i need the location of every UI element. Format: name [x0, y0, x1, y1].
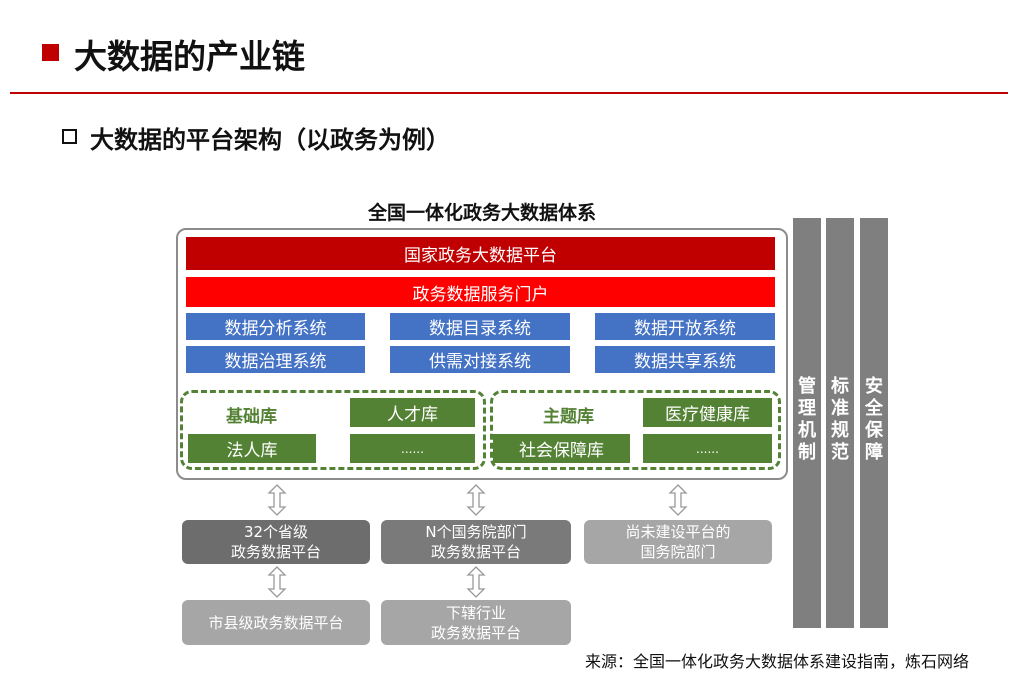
source-note: 来源：全国一体化政务大数据体系建设指南，炼石网络 — [585, 652, 970, 671]
system-box: 供需对接系统 — [390, 346, 570, 373]
db-box: 人才库 — [350, 398, 475, 427]
db-box: 法人库 — [188, 434, 316, 463]
basic-db-group — [180, 390, 486, 470]
city-county-platform: 市县级政务数据平台 — [182, 600, 370, 645]
ministry-platform: N个国务院部门 政务数据平台 — [381, 520, 571, 564]
subtitle: 大数据的平台架构（以政务为例） — [90, 126, 450, 154]
title-marker — [42, 44, 59, 61]
system-box: 数据治理系统 — [186, 346, 365, 373]
bidirectional-arrow-icon — [668, 484, 688, 516]
db-box: ...... — [643, 434, 772, 463]
system-box: 数据共享系统 — [595, 346, 775, 373]
national-platform: 国家政务大数据平台 — [186, 237, 775, 270]
db-box: ...... — [350, 434, 475, 463]
system-box: 数据开放系统 — [595, 313, 775, 340]
subtitle-bullet — [62, 129, 77, 144]
bidirectional-arrow-icon — [267, 484, 287, 516]
bidirectional-arrow-icon — [267, 566, 287, 598]
db-box: 社会保障库 — [493, 434, 630, 463]
industry-platform: 下辖行业 政务数据平台 — [381, 600, 571, 645]
diagram-title: 全国一体化政务大数据体系 — [367, 202, 596, 224]
bidirectional-arrow-icon — [466, 484, 486, 516]
page-title: 大数据的产业链 — [74, 37, 305, 76]
system-frame — [176, 228, 788, 480]
side-bar-management: 管理机制 — [793, 218, 821, 628]
provincial-platform: 32个省级 政务数据平台 — [182, 520, 370, 564]
title-divider — [10, 92, 1008, 94]
side-bar-security: 安全保障 — [860, 218, 888, 628]
theme-db-label: 主题库 — [543, 407, 594, 427]
unbuilt-ministries: 尚未建设平台的 国务院部门 — [584, 520, 772, 564]
system-box: 数据目录系统 — [390, 313, 570, 340]
db-box: 医疗健康库 — [643, 398, 772, 427]
system-box: 数据分析系统 — [186, 313, 365, 340]
basic-db-label: 基础库 — [226, 407, 277, 427]
bidirectional-arrow-icon — [466, 566, 486, 598]
theme-db-group — [490, 390, 781, 470]
service-portal: 政务数据服务门户 — [186, 277, 775, 307]
side-bar-standards: 标准规范 — [826, 218, 854, 628]
